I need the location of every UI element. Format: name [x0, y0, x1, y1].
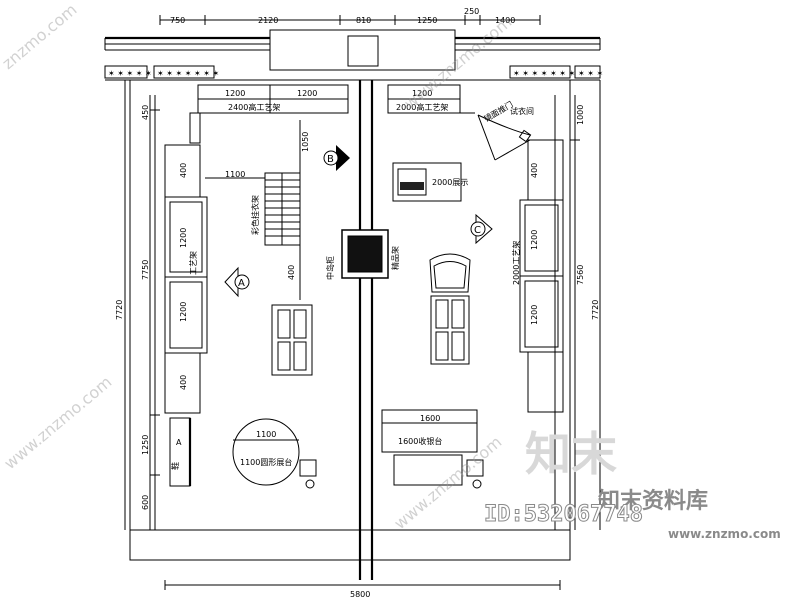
top-right-rack-label: 2000高工艺架: [396, 102, 448, 112]
center-column: 中岛柜 精品架: [325, 229, 400, 280]
rack-dim-1050: 1050: [301, 132, 310, 152]
svg-text:✶ ✶ ✶ ✶ ✶ ✶ ✶: ✶ ✶ ✶ ✶ ✶ ✶ ✶: [157, 69, 219, 78]
round-display-table: 1100 1100圆形展台: [232, 418, 300, 486]
brand-subtitle: 知末资料库: [598, 488, 708, 514]
marker-c-label: C: [474, 225, 481, 236]
dim-left-4: 600: [141, 495, 150, 510]
shelf-dim-b: 1200: [297, 89, 317, 98]
window-letter: A: [176, 438, 182, 447]
cashier-counter: 1600 1600收银台: [381, 409, 478, 486]
shelf-dim-c: 1200: [412, 89, 432, 98]
brand-block: 知末 知末资料库 ID:532067748 www.znzmo.com: [484, 427, 781, 541]
svg-text:✶ ✶ ✶ ✶ ✶: ✶ ✶ ✶ ✶ ✶: [108, 69, 152, 78]
dim-left-2: 7750: [141, 260, 150, 280]
marker-b: B: [323, 145, 350, 171]
display-hanging-rack: 彩色挂衣架 1100 1050 400: [205, 120, 310, 300]
svg-text:✶ ✶ ✶ ✶ ✶ ✶ ✶: ✶ ✶ ✶ ✶ ✶ ✶ ✶: [513, 69, 575, 78]
lw-dim-2: 1200: [179, 228, 188, 248]
shelf-dim-a: 1200: [225, 89, 245, 98]
dim-top-1: 750: [170, 16, 185, 25]
left-dimension-line: 450 7750 1250 600 7720: [115, 80, 160, 530]
lw-dim-5: 400: [179, 375, 188, 390]
cashier-label: 1600收银台: [398, 436, 442, 446]
dim-top-5: 250: [464, 7, 479, 16]
dim-left-total: 7720: [115, 300, 124, 320]
left-display-table: [271, 304, 313, 376]
top-dimension-line: 750 2120 810 1250 250 1400: [159, 7, 541, 25]
brand-logo-text: 知末: [525, 427, 617, 481]
dim-top-6: 1400: [495, 16, 515, 25]
right-display-table: [430, 295, 470, 365]
dressing-room: 试衣间 镜面推门: [477, 99, 534, 161]
dim-top-2: 2120: [258, 16, 278, 25]
marker-a: A: [224, 266, 250, 298]
cashier-dim: 1600: [420, 414, 440, 423]
wm-diag-3: www.znzmo.com: [0, 372, 115, 473]
dim-top-3: 810: [356, 16, 371, 25]
right-dimension-line: 1000 7560 7720: [570, 80, 601, 530]
rack-dim-1100: 1100: [225, 170, 245, 179]
left-wall-shelves: 400 1200 1200 400 工艺架: [164, 144, 208, 414]
dim-left-3: 1250: [141, 435, 150, 455]
dim-left-1: 450: [141, 105, 150, 120]
marker-b-label: B: [327, 154, 334, 165]
round-table-dim: 1100: [256, 430, 276, 439]
rw-dim-1: 400: [530, 163, 539, 178]
dim-right-2: 7560: [576, 265, 585, 285]
dim-right-total: 7720: [591, 300, 600, 320]
rw-dim-3: 1200: [530, 305, 539, 325]
stool-left: [299, 459, 317, 489]
shoe-shelf: 鞋 A: [169, 417, 192, 487]
lw-dim-3: 1200: [179, 302, 188, 322]
lounge-chair: [429, 253, 471, 293]
rw-dim-2: 1200: [530, 230, 539, 250]
wm-diag-2: www.znzmo.com: [400, 12, 515, 113]
left-shelf-label: 工艺架: [189, 251, 198, 275]
right-shelf-label: 2000工艺架: [512, 241, 521, 285]
right-wall-shelves: 400 1200 1200 2000工艺架: [512, 139, 564, 413]
outer-walls: [129, 79, 571, 580]
dim-right-1: 1000: [576, 105, 585, 125]
svg-text:✶ ✶ ✶: ✶ ✶ ✶: [578, 69, 603, 78]
top-rack-label: 2400高工艺架: [228, 102, 280, 112]
marker-c: C: [470, 213, 493, 245]
round-table-label: 1100圆形展台: [240, 457, 292, 467]
window-sign-label: 2000展示: [432, 178, 468, 187]
brand-url: www.znzmo.com: [668, 527, 781, 541]
lw-dim-1: 400: [179, 163, 188, 178]
center-col-left-label: 中岛柜: [325, 256, 335, 280]
storefront-wall: ✶ ✶ ✶ ✶ ✶ ✶ ✶ ✶ ✶ ✶ ✶ ✶ ✶ ✶ ✶ ✶ ✶ ✶ ✶ ✶ …: [104, 29, 603, 81]
brand-id: ID:532067748: [484, 502, 643, 527]
rack-dim-400: 400: [287, 265, 296, 280]
bottom-dimension-line: 5800: [164, 580, 561, 599]
window-display: 2000展示: [392, 162, 468, 202]
stool-right: [466, 459, 484, 489]
top-left-rack: 1200 1200 2400高工艺架: [189, 84, 349, 144]
dressing-room-label: 试衣间: [510, 106, 534, 116]
display-rack-label: 彩色挂衣架: [250, 195, 260, 235]
top-right-rack: 1200 2000高工艺架: [387, 84, 475, 114]
dim-bottom-total: 5800: [350, 590, 370, 599]
dim-top-4: 1250: [417, 16, 437, 25]
wm-diag-1: znzmo.com: [0, 0, 81, 73]
shoes-label: 鞋: [170, 462, 180, 470]
center-col-right-label: 精品架: [390, 246, 400, 270]
marker-a-label: A: [238, 278, 245, 289]
